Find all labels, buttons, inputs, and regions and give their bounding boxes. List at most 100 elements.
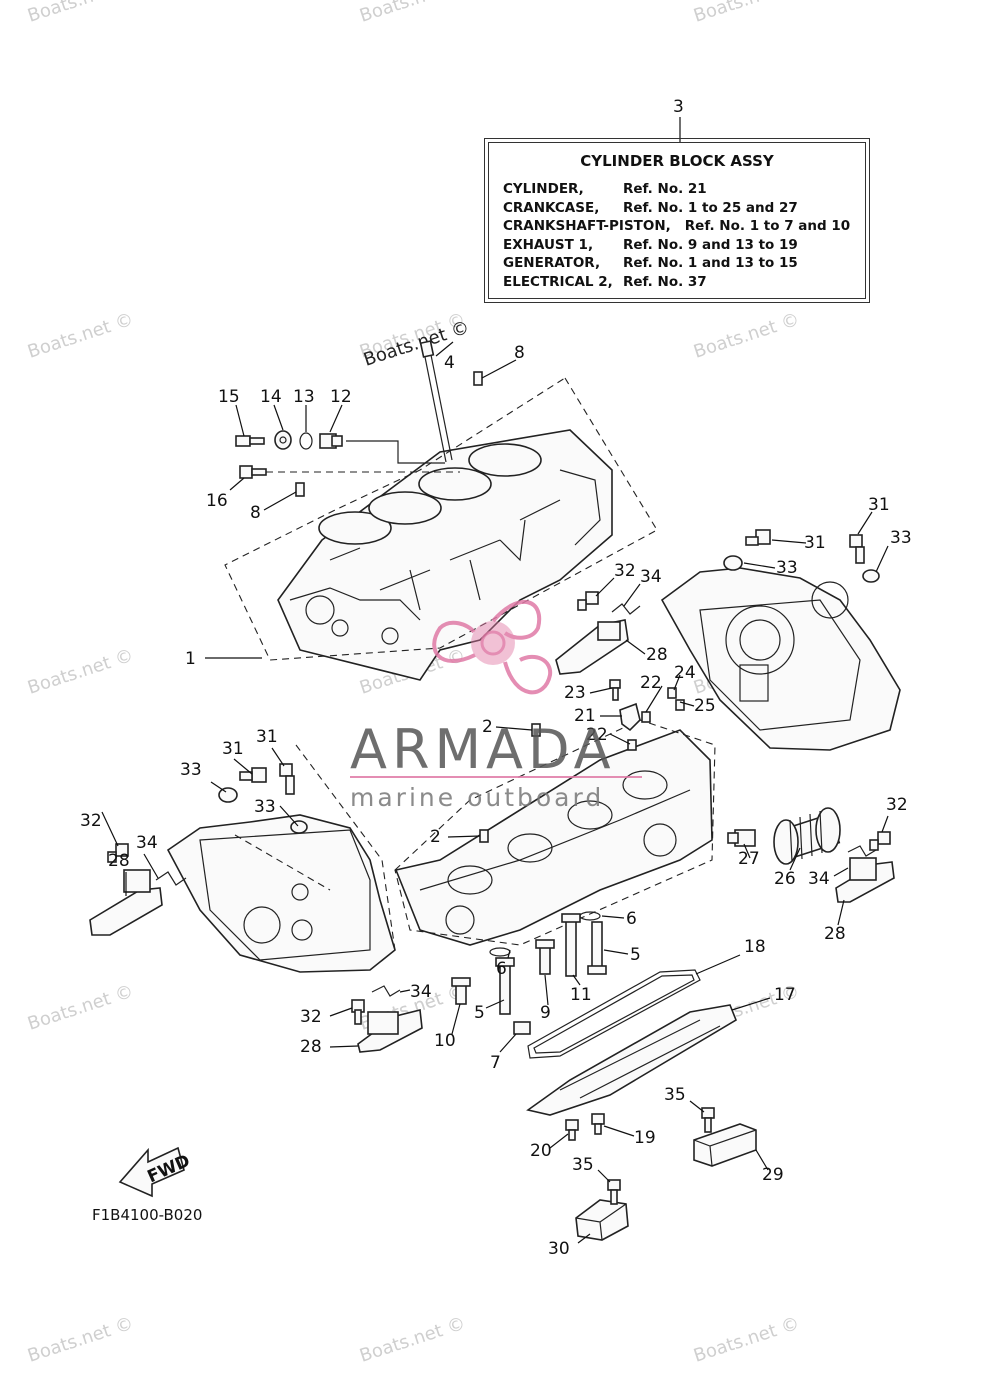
crankcase-cover-left [166,814,396,973]
callout-23: 23 [564,683,586,703]
bolt-32-upper [577,591,599,611]
clip-34-bottom [371,985,401,997]
callout-26: 26 [774,869,796,889]
bolt-23 [609,679,621,701]
o-ring-6-b [489,947,511,957]
legend-key: CRANKCASE, [503,199,600,216]
mount-28-upper [555,619,629,675]
callout-29: 29 [762,1165,784,1185]
assembly-legend: CYLINDER BLOCK ASSY CYLINDER, Ref. No. 21… [484,138,870,303]
union-27 [727,829,756,847]
callout-31: 31 [804,533,826,553]
bolt-32-left [107,843,129,863]
callout-31: 31 [222,739,244,759]
bolt-11 [561,913,581,977]
callout-34: 34 [640,567,662,587]
dowel-8-upper [473,371,483,386]
watermark-text: Boats.net © [25,981,136,1035]
mount-28-left [89,869,163,936]
plug-7 [513,1021,531,1035]
bolt-35-b [607,1179,621,1205]
leader-lines [101,117,889,1244]
legend-key: CYLINDER, [503,181,584,197]
legend-title: CYLINDER BLOCK ASSY [580,152,774,170]
callout-24: 24 [674,663,696,683]
legend-row: GENERATOR, Ref. No. 1 and 13 to 15 [503,255,798,273]
callout-31: 31 [868,495,890,515]
cover-17 [526,1004,737,1116]
brand-name: ARMADA [350,718,616,781]
watermark-text: Boats.net © [357,1313,468,1367]
bolt-20 [565,1119,579,1141]
part-1-dashed-outline [224,377,658,661]
callout-6: 6 [626,909,637,929]
callout-27: 27 [738,849,760,869]
dowel-22-b [627,739,637,751]
clip-34-upper [611,603,641,615]
callout-28: 28 [300,1037,322,1057]
callout-33: 33 [890,528,912,548]
legend-value: Ref. No. 21 [623,181,707,197]
callout-5: 5 [474,1003,485,1023]
callout-32: 32 [300,1007,322,1027]
clip-34-left [155,871,187,886]
watermark-text: Boats.net © [25,645,136,699]
callout-14: 14 [260,387,282,407]
callout-32: 32 [614,561,636,581]
callout-33: 33 [180,760,202,780]
bracket-30 [575,1199,629,1241]
bolt-15 [235,435,265,447]
watermark-text: Boats.net © [691,1313,802,1367]
plug-12 [319,433,343,449]
bolt-32-bottom [351,999,365,1025]
callout-3: 3 [673,97,684,117]
bolt-35-a [701,1107,715,1133]
bolt-31-a [745,529,771,546]
callout-18: 18 [744,937,766,957]
dowel-8-lower [295,482,305,497]
legend-value: Ref. No. 37 [623,273,707,290]
legend-value: Ref. No. 9 and 13 to 19 [623,236,798,253]
legend-key: CRANKSHAFT-PISTON, [503,218,671,234]
bracket-29 [693,1123,757,1167]
bolt-32-right [869,831,891,851]
callout-8: 8 [514,343,525,363]
legend-value: Ref. No. 1 and 13 to 15 [623,255,798,271]
plug-24 [667,687,677,699]
callout-28: 28 [824,924,846,944]
pin-25 [675,699,685,711]
legend-row: EXHAUST 1,Ref. No. 9 and 13 to 19 [503,237,798,255]
oil-filter-26 [773,807,841,865]
callout-31: 31 [256,727,278,747]
armada-logo: ARMADA marine outboard [350,600,642,812]
crankcase-cover-right [660,567,901,751]
cylinder-block [277,429,613,681]
callout-7: 7 [490,1053,501,1073]
callout-28: 28 [108,851,130,871]
callout-21: 21 [574,706,596,726]
callout-34: 34 [808,869,830,889]
callout-11: 11 [570,985,592,1005]
crankcase-lower [394,729,713,946]
callout-19: 19 [634,1128,656,1148]
legend-key: GENERATOR, [503,255,601,271]
legend-value: Ref. No. 1 to 7 and 10 [684,218,851,234]
dowel-22-a [641,711,651,723]
callout-28: 28 [646,645,668,665]
callout-15: 15 [218,387,240,407]
callout-12: 12 [330,387,352,407]
callout-34: 34 [136,833,158,853]
callout-1: 1 [185,649,196,669]
callout-32: 32 [80,811,102,831]
callout-35: 35 [664,1085,686,1105]
bolt-31-d [279,763,295,795]
callout-16: 16 [206,491,228,511]
legend-row: CRANKSHAFT-PISTON, Ref. No. 1 to 7 and 10 [503,218,850,236]
bolt-5-a [587,921,607,975]
callout-8: 8 [250,503,261,523]
legend-key: ELECTRICAL 2, [503,273,613,290]
bolt-5-b [495,957,515,1015]
o-ring-6-a [579,911,601,921]
